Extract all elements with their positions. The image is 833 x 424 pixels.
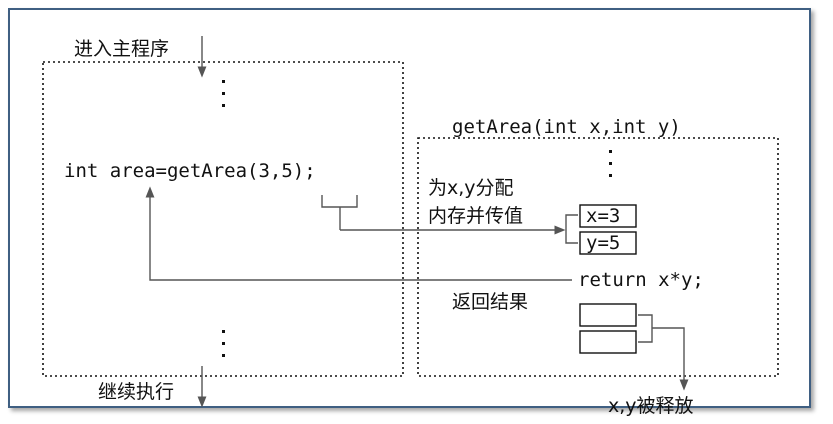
continue-label: 继续执行 xyxy=(98,381,174,403)
param-y-label: y=5 xyxy=(586,232,620,254)
enter-main-label: 进入主程序 xyxy=(74,38,169,60)
param-y-box xyxy=(579,231,637,255)
released-x-box xyxy=(579,303,637,327)
release-label: x,y被释放 xyxy=(608,395,694,417)
params-bracket xyxy=(565,214,578,244)
call-statement: int area=getArea(3,5); xyxy=(64,160,316,182)
param-x-label: x=3 xyxy=(586,205,620,227)
released-y-box xyxy=(579,330,637,354)
ellipsis-main-top xyxy=(222,80,225,107)
args-brace xyxy=(321,195,358,230)
alloc-label-line2: 内存并传值 xyxy=(428,205,523,227)
release-arrow xyxy=(638,314,684,385)
alloc-label-line1: 为x,y分配 xyxy=(428,177,514,199)
return-statement: return x*y; xyxy=(578,269,704,291)
diagram-frame xyxy=(8,8,811,408)
main-program-box xyxy=(42,61,404,377)
ellipsis-main-bottom xyxy=(222,330,225,357)
function-signature: getArea(int x,int y) xyxy=(452,116,681,138)
param-x-box xyxy=(579,204,637,228)
ellipsis-function xyxy=(609,150,612,177)
function-box xyxy=(417,137,779,377)
return-arrow xyxy=(145,186,572,281)
return-result-label: 返回结果 xyxy=(452,291,528,313)
